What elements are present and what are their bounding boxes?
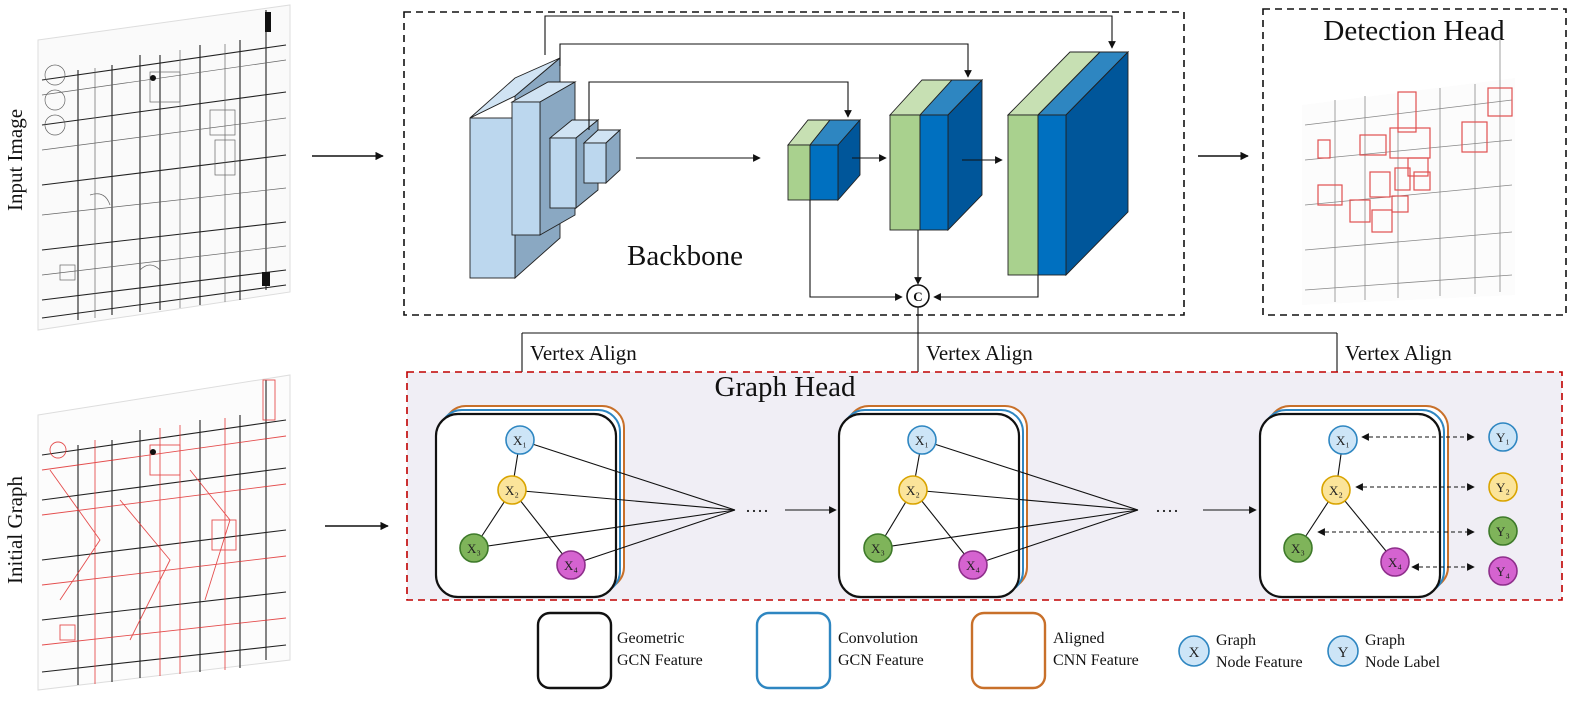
legend-geometric-swatch [536, 611, 613, 690]
svg-text:Y₄: Y₄ [1496, 564, 1510, 579]
stage3-node-x1: X₁ [1328, 425, 1358, 455]
label-node-y3: Y₃ [1488, 516, 1518, 546]
stage1-node-x1: X₁ [505, 425, 535, 455]
legend-convolution-line2: GCN Feature [838, 652, 924, 669]
legend: Geometric GCN Feature Convolution GCN Fe… [536, 611, 1441, 690]
skip-connections [544, 15, 1116, 130]
dots-2: ···· [1155, 501, 1179, 521]
graph-head-label: Graph Head [715, 371, 856, 403]
legend-graph-node-label-line1: Graph [1365, 632, 1405, 649]
stage1-node-x2: X₂ [497, 475, 527, 505]
initial-graph-image [37, 374, 291, 691]
svg-text:X₃: X₃ [1291, 541, 1305, 556]
svg-text:Y: Y [1338, 645, 1349, 661]
input-image-label: Input Image [3, 109, 27, 211]
label-node-y1: Y₁ [1488, 422, 1518, 452]
dots-1: ···· [745, 501, 769, 521]
legend-graph-node-feature-symbol: X [1178, 635, 1210, 667]
legend-graph-node-feature-line1: Graph [1216, 632, 1256, 649]
stage2-node-x3: X₃ [863, 533, 893, 563]
svg-text:X: X [1189, 645, 1200, 661]
stage1-node-x3: X₃ [459, 533, 489, 563]
svg-text:X₃: X₃ [467, 541, 481, 556]
svg-text:X₁: X₁ [915, 433, 929, 448]
detection-head-label: Detection Head [1323, 15, 1505, 47]
stage2-node-x4: X₄ [958, 550, 988, 580]
svg-text:C: C [913, 289, 922, 304]
concat-node: C [906, 284, 930, 308]
svg-text:X₁: X₁ [1336, 433, 1350, 448]
decoder-block-small [787, 118, 861, 202]
svg-text:X₄: X₄ [1388, 555, 1402, 570]
legend-geometric-line1: Geometric [617, 630, 685, 647]
vertex-align-label-1: Vertex Align [530, 341, 637, 365]
backbone-label: Backbone [627, 240, 743, 272]
initial-graph-label: Initial Graph [3, 476, 27, 584]
svg-text:X₁: X₁ [513, 433, 527, 448]
legend-aligned-line2: CNN Feature [1053, 652, 1139, 669]
svg-text:X₂: X₂ [1329, 483, 1343, 498]
legend-aligned-swatch [970, 611, 1047, 690]
decoder-block-medium [888, 78, 984, 232]
svg-text:Y₂: Y₂ [1496, 480, 1510, 495]
legend-graph-node-feature-line2: Node Feature [1216, 654, 1303, 671]
stage3-node-x3: X₃ [1283, 533, 1313, 563]
vertex-align-label-2: Vertex Align [926, 341, 1033, 365]
stage1-node-x4: X₄ [556, 550, 586, 580]
vertex-align-label-3: Vertex Align [1345, 341, 1452, 365]
svg-text:Y₃: Y₃ [1496, 524, 1510, 539]
concat-connectors [809, 200, 1039, 301]
legend-convolution-line1: Convolution [838, 630, 918, 647]
backbone-box [403, 11, 1185, 316]
label-node-y2: Y₂ [1488, 472, 1518, 502]
label-node-y4: Y₄ [1488, 556, 1518, 586]
stage2-node-x1: X₁ [907, 425, 937, 455]
svg-text:X₂: X₂ [906, 483, 920, 498]
svg-text:X₂: X₂ [505, 483, 519, 498]
svg-text:X₄: X₄ [564, 558, 578, 573]
stage3-node-x2: X₂ [1321, 475, 1351, 505]
legend-graph-node-label-symbol: Y [1327, 635, 1359, 667]
legend-aligned-line1: Aligned [1053, 630, 1105, 647]
svg-text:X₄: X₄ [966, 558, 980, 573]
encoder-blocks [469, 57, 622, 280]
detection-head-box [1262, 8, 1567, 316]
stage2-node-x2: X₂ [898, 475, 928, 505]
legend-geometric-line2: GCN Feature [617, 652, 703, 669]
legend-convolution-swatch [755, 611, 832, 690]
input-floorplan-image [37, 4, 291, 331]
stage3-node-x4: X₄ [1380, 547, 1410, 577]
label-arrows [1317, 433, 1475, 571]
svg-text:Y₁: Y₁ [1496, 430, 1510, 445]
detection-result-image [1302, 40, 1515, 305]
legend-graph-node-label-line2: Node Label [1365, 654, 1441, 671]
svg-text:X₃: X₃ [871, 541, 885, 556]
decoder-block-large [1006, 50, 1130, 277]
